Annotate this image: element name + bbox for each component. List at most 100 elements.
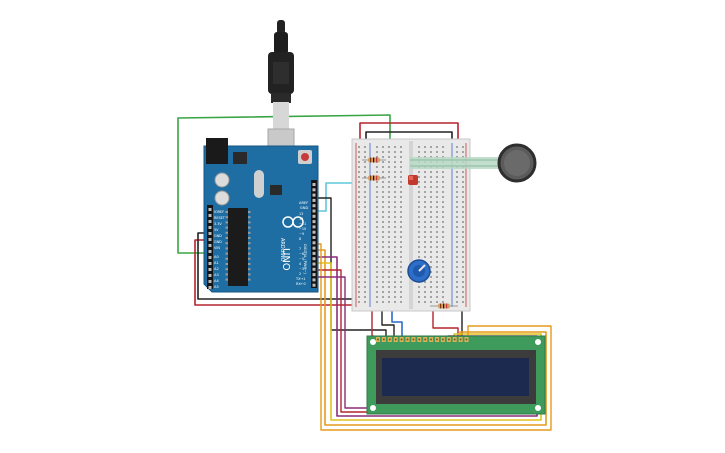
breadboard-hole [400,221,402,223]
breadboard-hole [394,286,396,288]
breadboard-hole [382,241,384,243]
breadboard-hole [436,246,438,248]
reset-button-cap[interactable] [301,153,309,161]
breadboard-hole [364,196,366,198]
breadboard-hole [382,211,384,213]
chip-pin [248,263,251,265]
breadboard-hole [388,161,390,163]
arduino-logo-right [292,216,304,228]
breadboard-hole [394,256,396,258]
potentiometer[interactable] [407,259,431,283]
breadboard-hole [430,231,432,233]
breadboard-hole [418,236,420,238]
chip-pin [225,226,228,229]
breadboard-hole [430,216,432,218]
rx-label: RX←0 [296,282,306,286]
breadboard-hole [430,296,432,298]
chip-pin [225,216,228,219]
breadboard-hole [382,301,384,303]
breadboard-hole [358,186,360,188]
breadboard-hole [436,241,438,243]
breadboard-hole [394,236,396,238]
lcd-display[interactable] [366,335,546,415]
breadboard-hole [388,196,390,198]
crystal [254,170,264,198]
breadboard-hole [388,186,390,188]
breadboard-hole [456,296,458,298]
breadboard-hole [364,276,366,278]
breadboard-hole [436,286,438,288]
breadboard-hole [436,256,438,258]
breadboard-hole [462,226,464,228]
breadboard-hole [400,151,402,153]
breadboard-hole [424,296,426,298]
breadboard-hole [394,241,396,243]
breadboard-hole [442,196,444,198]
resistor-1[interactable] [362,157,386,163]
lcd-pin-header[interactable] [376,337,469,342]
breadboard-hole [364,191,366,193]
breadboard-hole [430,146,432,148]
breadboard-hole [376,211,378,213]
breadboard-hole [400,261,402,263]
resistor-2[interactable] [362,175,386,181]
breadboard-hole [376,166,378,168]
breadboard-hole [456,196,458,198]
breadboard-hole [462,236,464,238]
small-chip [270,185,282,195]
chip-pin [225,257,228,260]
breadboard-hole [376,231,378,233]
red-led[interactable] [408,175,418,185]
header-pin [312,188,316,192]
breadboard-hole [358,266,360,268]
breadboard-hole [430,236,432,238]
breadboard-hole [376,256,378,258]
breadboard-hole [400,216,402,218]
header-pin [312,273,316,277]
chip-pin [248,257,251,260]
breadboard-hole [364,246,366,248]
breadboard-hole [394,181,396,183]
breadboard-hole [442,186,444,188]
breadboard-hole [430,191,432,193]
force-sensor[interactable] [410,143,537,183]
breadboard-hole [430,246,432,248]
breadboard-hole [364,211,366,213]
d11-label: ~11 [299,222,306,226]
header-pin [312,236,316,239]
breadboard-hole [358,236,360,238]
header-pin [208,220,212,223]
breadboard-hole [442,151,444,153]
breadboard-hole [388,231,390,233]
lcd-mount-hole-tr [535,339,541,345]
arduino-uno-board[interactable]: ARDUINO UNO DIGITAL (PWM~) AREF GND IORE… [203,138,319,293]
breadboard-hole [394,166,396,168]
breadboard-hole [456,251,458,253]
digital-header[interactable] [311,180,317,288]
breadboard-hole [376,146,378,148]
breadboard-hole [400,271,402,273]
breadboard-hole [456,226,458,228]
breadboard-center-channel [409,141,413,309]
header-pin [208,268,212,271]
breadboard-hole [388,181,390,183]
lcd-pin-hole [430,338,433,341]
breadboard-hole [424,256,426,258]
breadboard-hole [394,191,396,193]
breadboard-hole [388,171,390,173]
header-pin [312,267,316,271]
breadboard-hole [376,261,378,263]
chip-pin [225,278,228,281]
breadboard-hole [358,196,360,198]
breadboard-hole [388,301,390,303]
breadboard-hole [430,286,432,288]
breadboard-hole [400,206,402,208]
breadboard-hole [424,236,426,238]
header-pin [208,208,212,211]
aref-label: AREF [299,201,308,205]
resistor-3[interactable] [430,303,458,309]
breadboard-hole [456,291,458,293]
breadboard-hole [388,271,390,273]
breadboard-hole [462,266,464,268]
lcd-pin-hole [406,338,409,341]
